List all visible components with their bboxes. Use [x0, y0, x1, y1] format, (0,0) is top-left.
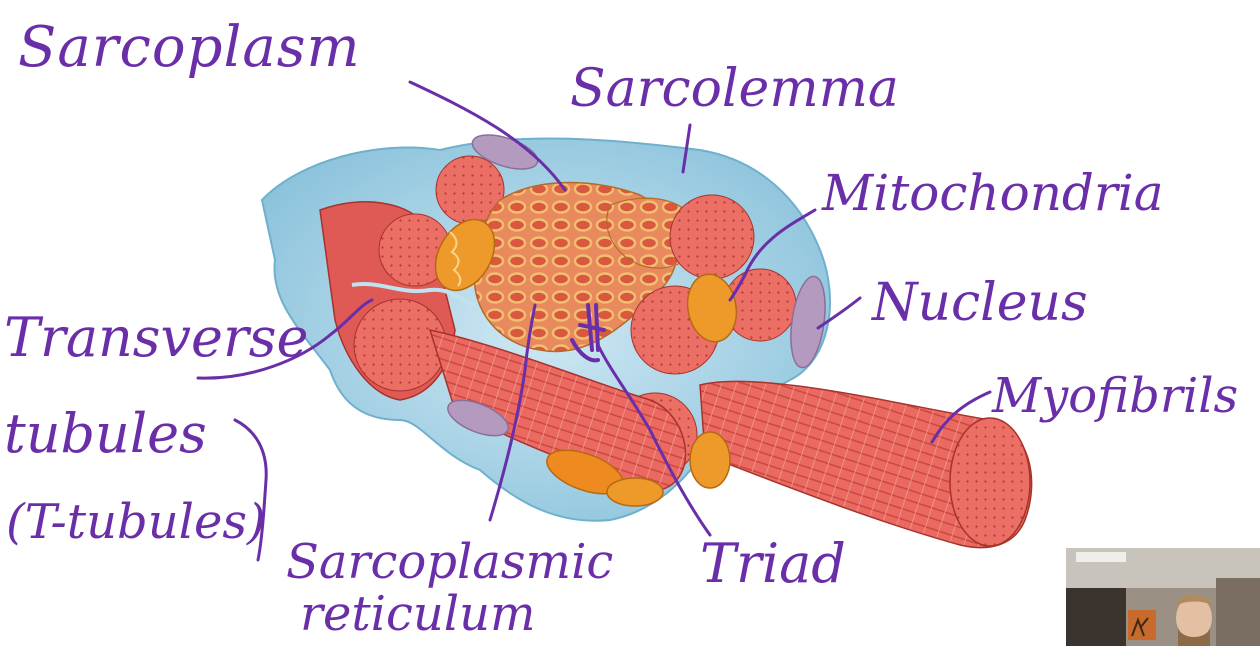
nucleus-shape	[471, 134, 539, 170]
myofibrils-pointer	[930, 390, 992, 444]
myofibril-section	[669, 194, 755, 280]
nucleus-shape	[447, 399, 509, 437]
transverse-tubules-pointer	[196, 298, 374, 380]
label-mitochondria: Mitochondria	[821, 164, 1164, 222]
myofibril-cylinder	[699, 380, 1033, 549]
labels: Sarcoplasm Sarcolemma Mitochondria Nucle…	[4, 15, 1238, 642]
mitochondrion	[689, 431, 731, 489]
mitochondrion	[606, 477, 664, 507]
tubules-bracket	[233, 418, 268, 562]
label-myofibrils: Myofibrils	[991, 368, 1238, 424]
label-tubules: tubules	[4, 402, 207, 465]
label-sarcolemma: Sarcolemma	[570, 59, 899, 119]
mitochondrion	[434, 218, 496, 292]
sarcoplasmic-reticulum-pointer	[488, 303, 537, 522]
mitochondria-group	[434, 218, 738, 507]
triad-mark	[570, 303, 606, 363]
mitochondrion-cristae	[449, 231, 462, 287]
label-nucleus: Nucleus	[870, 273, 1088, 333]
triad-pointer	[596, 343, 712, 537]
label-transverse: Transverse	[4, 306, 308, 369]
mitochondria-pointer	[728, 208, 817, 302]
myofibril-cylinder-end	[949, 417, 1031, 547]
myofibril-section	[353, 298, 447, 392]
sarcoplasm-pointer	[408, 80, 567, 192]
annotation-lines	[196, 80, 992, 562]
webcam-overlay	[1066, 548, 1260, 646]
label-triad: Triad	[700, 532, 846, 595]
sarcolemma-pointer	[681, 123, 692, 174]
myofibril-cylinder	[428, 328, 687, 491]
label-t-tubules: (T-tubules)	[6, 494, 266, 550]
muscle-fiber-illustration	[260, 134, 1033, 549]
t-tubule	[351, 282, 476, 307]
label-sarcoplasm: Sarcoplasm	[18, 15, 361, 80]
nucleus-pointer	[816, 296, 862, 330]
presenter-video-icon	[1066, 548, 1260, 646]
label-reticulum: reticulum	[300, 586, 536, 642]
label-sarcoplasmic: Sarcoplasmic	[286, 534, 613, 590]
mitochondrion	[686, 273, 738, 343]
